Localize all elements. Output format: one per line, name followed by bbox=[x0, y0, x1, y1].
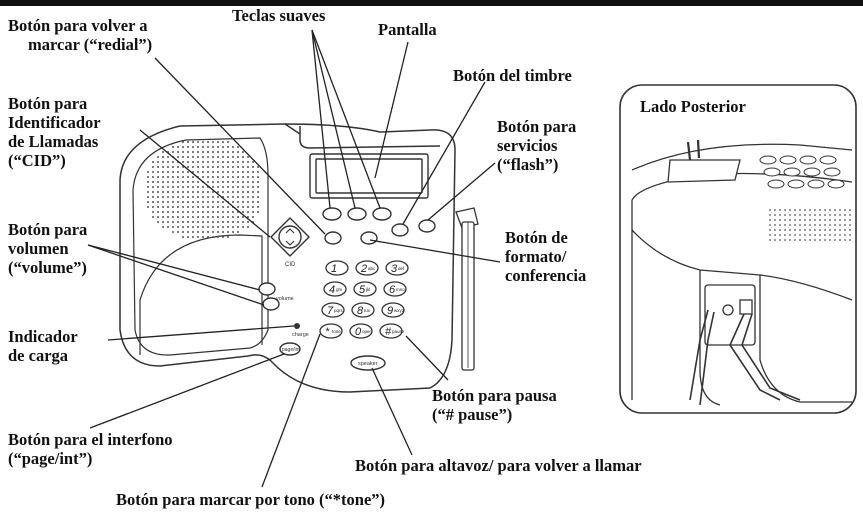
leader-lines bbox=[87, 29, 501, 488]
key-letters: mno bbox=[396, 287, 405, 292]
format-conference-button[interactable] bbox=[360, 231, 378, 245]
key-letters: wxyz bbox=[394, 308, 405, 313]
label-tone: Botón para marcar por tono (“*tone”) bbox=[116, 490, 386, 509]
charge-text: charge bbox=[292, 332, 309, 338]
key-digit: 3 bbox=[391, 263, 398, 275]
key-digit: 8 bbox=[357, 305, 364, 317]
key-digit: 4 bbox=[329, 284, 335, 296]
key-digit: 5 bbox=[359, 284, 366, 296]
antenna bbox=[455, 207, 479, 371]
speaker-button[interactable] bbox=[350, 355, 386, 371]
redial-button[interactable] bbox=[324, 231, 342, 245]
label-display: Pantalla bbox=[378, 20, 437, 39]
label-redial: Botón para volver a marcar (“redial”) bbox=[8, 16, 153, 54]
key-digit: # bbox=[385, 326, 392, 338]
key-digit: 7 bbox=[327, 305, 334, 317]
label-ringer: Botón del timbre bbox=[453, 66, 572, 85]
key-digit: 2 bbox=[360, 263, 367, 275]
key-letters: pause bbox=[392, 329, 405, 334]
speaker-text: speaker bbox=[358, 361, 378, 367]
key-digit: 6 bbox=[389, 284, 396, 296]
key-digit: 9 bbox=[387, 305, 393, 317]
inset-title: Lado Posterior bbox=[640, 97, 746, 116]
key-letters: tuv bbox=[364, 308, 371, 313]
page-int-text: page/int bbox=[282, 347, 300, 353]
label-intercom: Botón para el interfono (“page/int”) bbox=[8, 430, 173, 468]
display bbox=[309, 153, 429, 199]
key-letters: ghi bbox=[336, 287, 342, 292]
label-charge: Indicador de carga bbox=[8, 327, 78, 365]
key-digit: 0 bbox=[355, 326, 362, 338]
key-letters: tone bbox=[332, 329, 341, 334]
cid-text: CID bbox=[285, 262, 296, 268]
key-letters: pqrs bbox=[334, 308, 344, 313]
speaker-grille bbox=[147, 141, 259, 238]
label-pause: Botón para pausa (“# pause”) bbox=[432, 386, 557, 424]
key-letters: jkl bbox=[365, 287, 370, 292]
label-cid: Botón para Identificador de Llamadas (“C… bbox=[8, 94, 101, 170]
top-rule bbox=[0, 0, 863, 6]
volume-up-button[interactable] bbox=[258, 282, 276, 296]
charge-indicator bbox=[294, 323, 300, 329]
label-format-conference: Botón de formato/ conferencia bbox=[505, 228, 587, 285]
flash-button[interactable] bbox=[418, 219, 436, 233]
key-letters: def bbox=[398, 266, 405, 271]
label-soft-keys: Teclas suaves bbox=[232, 6, 326, 25]
key-tone[interactable]: *tone bbox=[319, 323, 343, 339]
rear-view-inset bbox=[619, 84, 857, 414]
key-1[interactable]: 1 bbox=[325, 260, 349, 276]
label-speaker: Botón para altavoz/ para volver a llamar bbox=[355, 456, 642, 475]
volume-text: volume bbox=[276, 296, 294, 302]
ringer-button[interactable] bbox=[391, 223, 409, 237]
cid-button[interactable] bbox=[270, 217, 310, 257]
key-digit: 1 bbox=[331, 263, 337, 275]
key-letters: abc bbox=[368, 266, 376, 271]
label-flash: Botón para servicios (“flash”) bbox=[497, 117, 577, 174]
label-volume: Botón para volumen (“volume”) bbox=[8, 220, 88, 277]
key-letters: oper bbox=[362, 329, 372, 334]
key-digit: * bbox=[325, 326, 330, 338]
page-int-button[interactable] bbox=[279, 342, 301, 356]
soft-keys[interactable] bbox=[322, 207, 392, 221]
key-pause[interactable]: #pause bbox=[379, 323, 405, 339]
